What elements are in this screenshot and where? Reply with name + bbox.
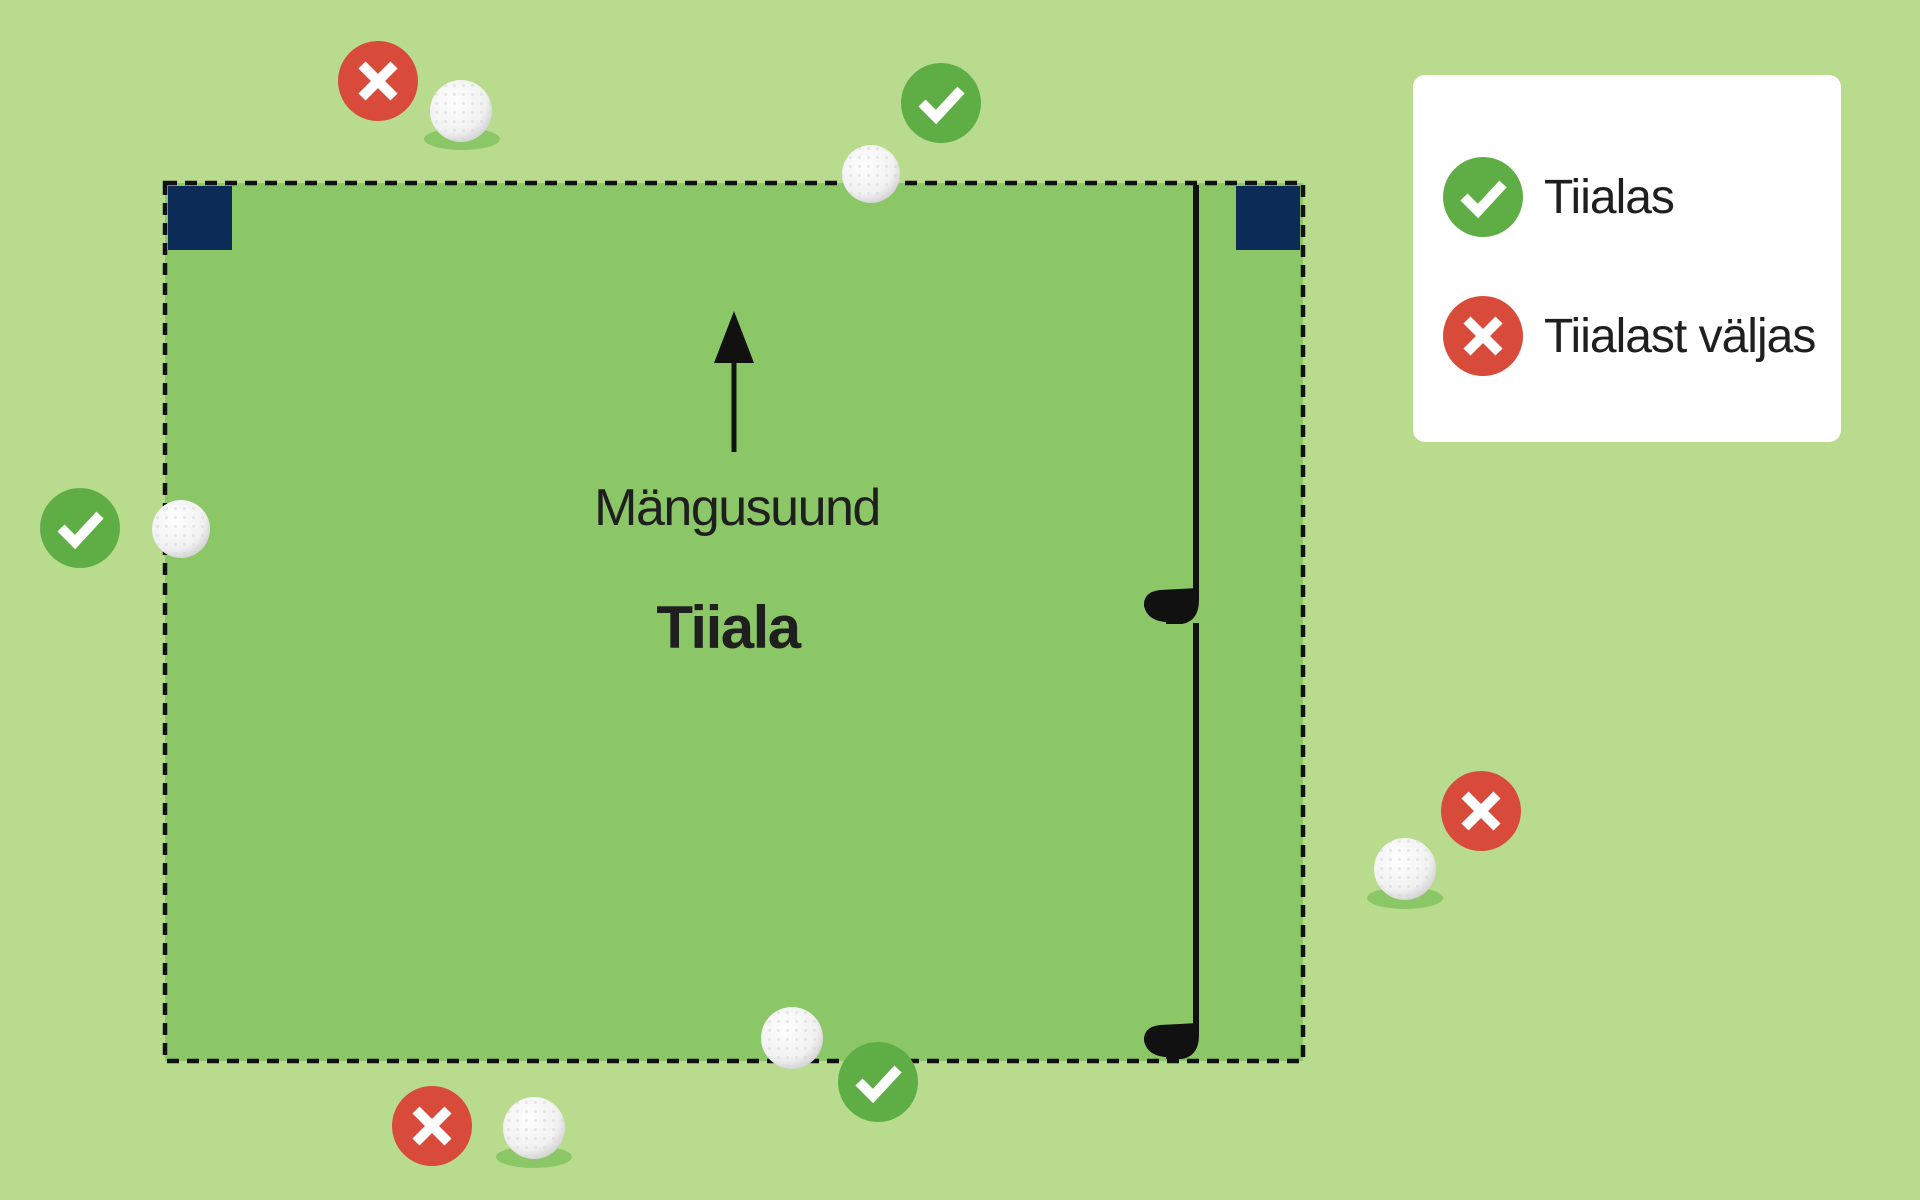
club-length-lower bbox=[1143, 623, 1199, 1059]
club-length-measure bbox=[1143, 185, 1199, 1059]
legend-label-in: Tiialas bbox=[1544, 170, 1675, 224]
checkmark-icon bbox=[1443, 157, 1523, 237]
cross-icon bbox=[1441, 771, 1521, 851]
legend: Tiialas Tiialast väljas bbox=[1413, 75, 1841, 442]
teeing-area-boundary bbox=[162, 180, 1306, 1064]
legend-label-out: Tiialast väljas bbox=[1544, 309, 1816, 363]
ball-out-right bbox=[1367, 771, 1521, 909]
teeing-area-label: Tiiala bbox=[656, 594, 801, 661]
cross-icon bbox=[1443, 296, 1523, 376]
ball-out-top bbox=[338, 41, 500, 150]
cross-icon bbox=[338, 41, 418, 121]
club-length-upper bbox=[1143, 185, 1199, 624]
direction-label: Mängusuund bbox=[594, 479, 880, 537]
legend-item-out: Tiialast väljas bbox=[1442, 295, 1816, 377]
ball-out-bottom bbox=[392, 1086, 572, 1168]
club-head bbox=[1143, 588, 1198, 623]
play-direction-arrow bbox=[714, 311, 754, 452]
tee-marker-left bbox=[168, 186, 232, 250]
ball-in-left bbox=[40, 488, 210, 568]
legend-item-in: Tiialas bbox=[1442, 156, 1675, 238]
checkmark-icon bbox=[901, 63, 981, 143]
ball-in-top bbox=[842, 63, 981, 203]
checkmark-icon bbox=[40, 488, 120, 568]
club-head bbox=[1143, 1023, 1198, 1058]
tee-marker-right bbox=[1236, 186, 1300, 250]
checkmark-icon bbox=[838, 1042, 918, 1122]
cross-icon bbox=[392, 1086, 472, 1166]
ball-in-bottom bbox=[761, 1007, 918, 1122]
